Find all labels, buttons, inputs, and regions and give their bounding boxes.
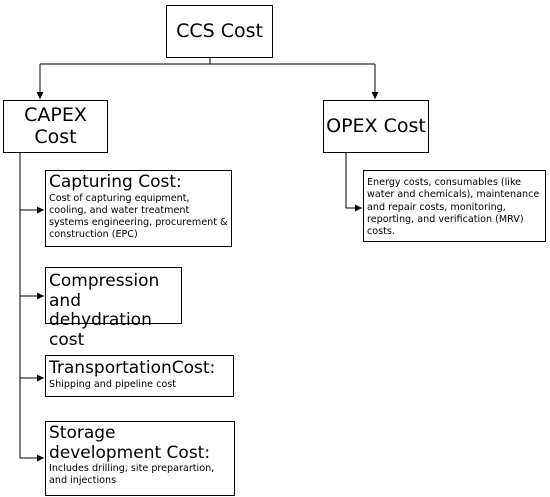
opex-connector-arrow — [345, 152, 362, 212]
compression-cost-box: Compression and dehydration cost — [45, 267, 182, 349]
capturing-cost-desc: Cost of capturing equipment, cooling, an… — [49, 192, 228, 241]
ccs-cost-label: CCS Cost — [176, 19, 263, 42]
opex-cost-box: OPEX Cost — [323, 100, 429, 153]
storage-cost-box: Storage development Cost: Includes drill… — [45, 421, 235, 496]
opex-details-box: Energy costs, consumables (like water an… — [363, 170, 546, 242]
capturing-cost-box: Capturing Cost: Cost of capturing equipm… — [45, 170, 232, 247]
root-connector — [40, 57, 375, 65]
opex-details-desc: Energy costs, consumables (like water an… — [367, 177, 540, 238]
storage-cost-title: Storage development Cost: — [49, 423, 211, 463]
capturing-cost-title: Capturing Cost: — [49, 172, 182, 192]
storage-cost-desc: Includes drilling, site preparartion, an… — [49, 463, 215, 487]
capex-cost-label: CAPEX Cost — [24, 103, 87, 148]
ccs-cost-box: CCS Cost — [166, 5, 273, 58]
capex-cost-box: CAPEX Cost — [3, 100, 108, 153]
transportation-cost-desc: Shipping and pipeline cost — [49, 378, 177, 390]
transportation-cost-title: TransportationCost: — [49, 358, 216, 378]
compression-cost-title: Compression and dehydration cost — [49, 271, 160, 350]
transportation-cost-box: TransportationCost: Shipping and pipelin… — [45, 355, 234, 397]
opex-cost-label: OPEX Cost — [326, 114, 426, 137]
